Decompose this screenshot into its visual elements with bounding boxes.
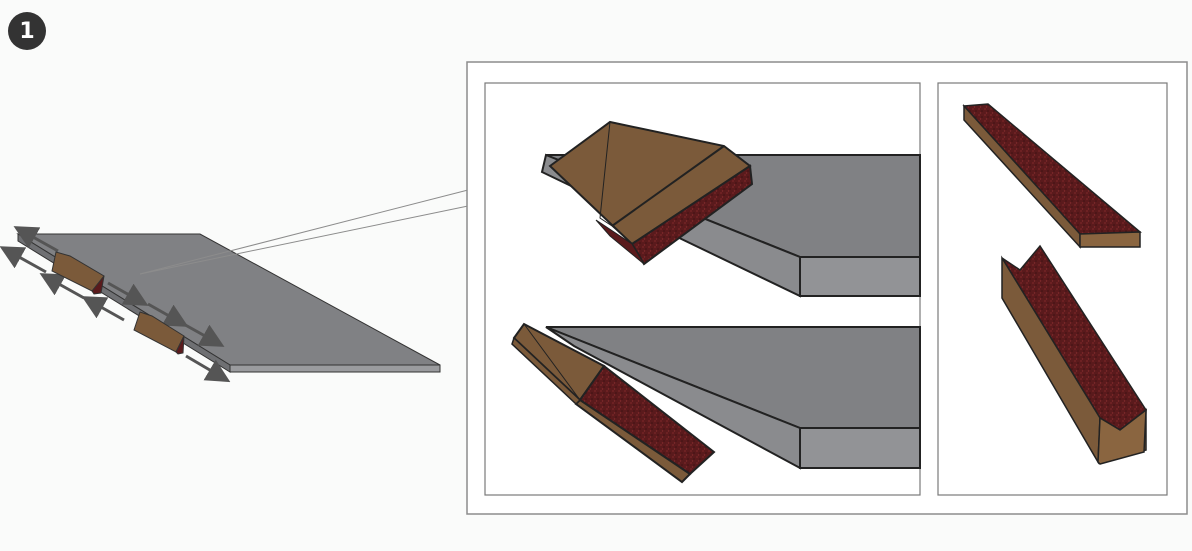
board-detail-side <box>799 427 921 469</box>
step-number: 1 <box>19 18 35 44</box>
board-edge <box>229 364 441 373</box>
abrasive-block-v-groove <box>1001 244 1148 465</box>
double-arrow-icon <box>0 226 231 383</box>
callout-line <box>139 205 469 275</box>
abrasive-block-flat <box>962 103 1142 249</box>
panel-angles <box>484 82 921 496</box>
overview-illustration <box>0 189 469 383</box>
board-detail-side <box>799 256 921 297</box>
sharpening-block-small <box>133 311 185 355</box>
sharpening-block-steep <box>511 322 716 484</box>
callout-line <box>139 189 469 275</box>
board-top <box>16 233 441 366</box>
board-detail-edge <box>545 326 801 470</box>
sharpening-block-small <box>51 251 105 295</box>
panel-blocks <box>937 82 1168 496</box>
step-number-badge: 1 <box>8 12 46 50</box>
sharpening-block-tilted <box>548 120 754 266</box>
